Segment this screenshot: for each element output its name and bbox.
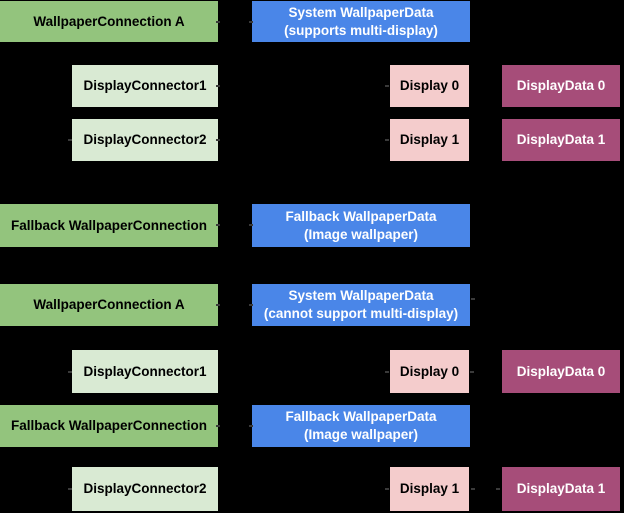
connector-tick (68, 371, 72, 373)
box-fallback-connection-s2: Fallback WallpaperConnection (0, 405, 218, 447)
box-display-connector-1-s1: DisplayConnector1 (72, 65, 218, 107)
box-display-1-s1: Display 1 (390, 119, 469, 161)
connector-tick (68, 139, 72, 141)
connector-tick (470, 371, 474, 373)
box-display-connector-1-s2: DisplayConnector1 (72, 350, 218, 393)
box-display-data-1-s2: DisplayData 1 (502, 467, 620, 511)
connector-tick (216, 304, 220, 306)
connector-tick (385, 139, 389, 141)
connector-tick (216, 21, 220, 23)
connector-tick (249, 224, 253, 226)
connector-tick (385, 488, 389, 490)
connector-tick (471, 488, 475, 490)
connector-tick (68, 488, 72, 490)
box-system-wallpaper-data-single: System WallpaperData (cannot support mul… (252, 284, 470, 326)
box-display-data-0-s2: DisplayData 0 (502, 350, 620, 393)
connector-tick (216, 85, 220, 87)
connector-tick (216, 139, 220, 141)
box-fallback-connection-s1: Fallback WallpaperConnection (0, 204, 218, 247)
box-wallpaper-connection-a-2: WallpaperConnection A (0, 284, 218, 326)
connector-tick (496, 488, 500, 490)
connector-tick (471, 298, 475, 300)
connector-tick (249, 21, 253, 23)
connector-tick (249, 425, 253, 427)
connector-tick (216, 224, 220, 226)
box-fallback-wallpaper-data-s2: Fallback WallpaperData (Image wallpaper) (252, 405, 470, 447)
connector-tick (385, 371, 389, 373)
box-display-0-s1: Display 0 (390, 65, 469, 107)
box-display-1-s2: Display 1 (390, 467, 469, 511)
box-fallback-wallpaper-data-s1: Fallback WallpaperData (Image wallpaper) (252, 204, 470, 247)
box-display-connector-2-s1: DisplayConnector2 (72, 119, 218, 161)
connector-tick (385, 85, 389, 87)
box-system-wallpaper-data-multi: System WallpaperData (supports multi-dis… (252, 1, 470, 42)
connector-tick (216, 425, 220, 427)
box-display-data-0-s1: DisplayData 0 (502, 65, 620, 107)
box-display-0-s2: Display 0 (390, 350, 469, 393)
box-display-data-1-s1: DisplayData 1 (502, 119, 620, 161)
box-wallpaper-connection-a-1: WallpaperConnection A (0, 1, 218, 42)
connector-tick (249, 304, 253, 306)
box-display-connector-2-s2: DisplayConnector2 (72, 467, 218, 511)
